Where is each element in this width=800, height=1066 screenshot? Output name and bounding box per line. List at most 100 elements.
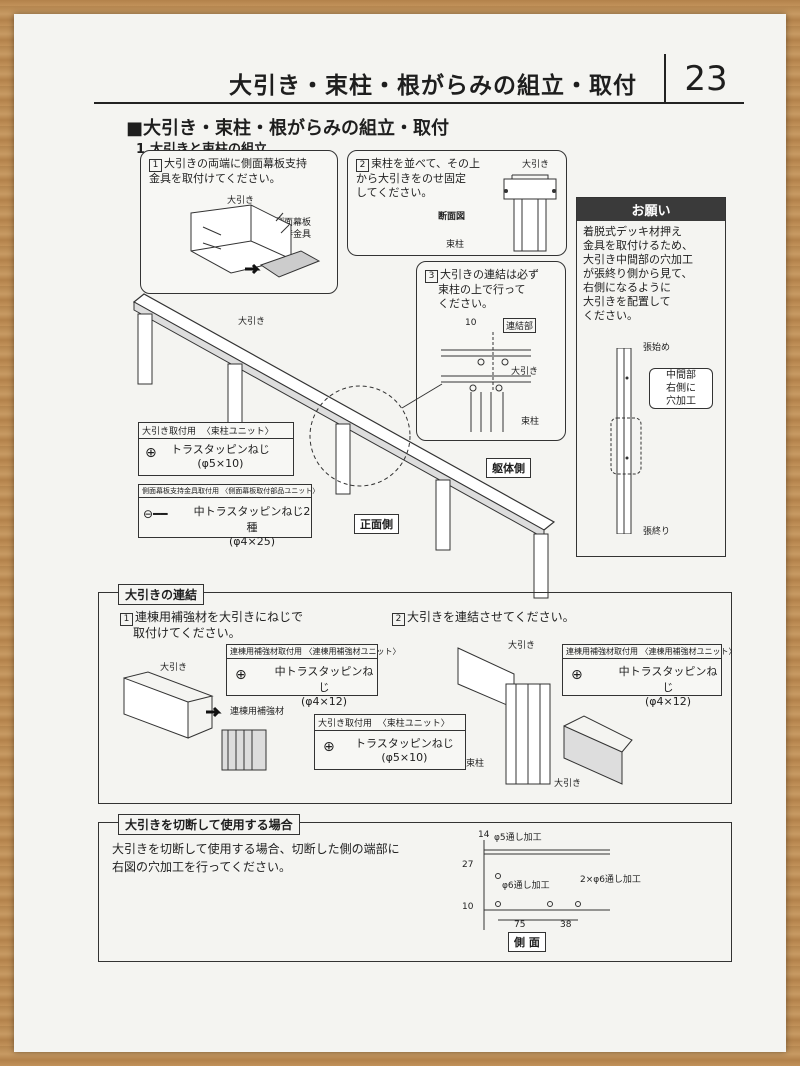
notice-box: お願い 着脱式デッキ材押え 金具を取付けるため、 大引き中間部の穴加工 が張終り… [576, 197, 726, 557]
connect-step1-number: 1 [120, 613, 133, 626]
connect-step2-label-ohiki-bottom: 大引き [554, 779, 582, 789]
notice-label-end: 張終り [643, 527, 671, 537]
step1-line2: 金具を取付けてください。 [149, 172, 281, 185]
cut-section [98, 822, 732, 962]
screw-box2-desc: 中トラスタッピンねじ2種(φ4×25) [193, 503, 311, 548]
cut-dim-38: 38 [560, 920, 572, 930]
connect-step1-line1: 連棟用補強材を大引きにねじで [135, 610, 304, 624]
screw-box-ohiki: 大引き取付用 〈束柱ユニット〉 ⊕ トラスタッピンねじ(φ5×10) [138, 422, 294, 476]
bracket-line2: 支持金具 [275, 230, 312, 240]
connect-step2-screw1-head-left: 大引き取付用 [318, 719, 373, 729]
connect-step2-screw1-head: 大引き取付用 〈束柱ユニット〉 [315, 715, 465, 731]
connect-step1-screw-head-left: 連棟用補強材取付用 [230, 647, 302, 656]
notice-line6: 大引きを配置して [583, 295, 671, 308]
screw-box2-head: 側面幕板支持金具取付用 〈側面幕板取付部品ユニット〉 [139, 485, 319, 498]
connect-step2-screw2-name: 中トラスタッピンねじ [618, 665, 718, 694]
step3-detail-drawing [441, 332, 531, 432]
connect-step1-label-ohiki: 大引き [160, 663, 188, 673]
step2-number: 2 [356, 159, 369, 172]
screw-box1-desc: トラスタッピンねじ(φ5×10) [171, 441, 270, 470]
screw-box-bracket: 側面幕板支持金具取付用 〈側面幕板取付部品ユニット〉 ⊖━━ 中トラスタッピンね… [138, 484, 319, 548]
connect-step2-screw2-head-right: 〈連棟用補強材ユニット〉 [640, 647, 737, 656]
step3-label-joint: 連結部 [503, 318, 537, 333]
step1-label-bracket: 側面幕板支持金具 [275, 217, 311, 241]
step1-number: 1 [149, 159, 162, 172]
screw-icon: ⊕ [323, 739, 335, 755]
connect-step1-screw-head-right: 〈連棟用補強材ユニット〉 [304, 647, 401, 656]
connect-section [98, 592, 732, 804]
notice-ohiki-drawing [610, 348, 642, 534]
connect-step2-line: 大引きを連結させてください。 [407, 610, 575, 624]
connect-step1-screw-spec: (φ4×12) [300, 695, 348, 708]
page-header-title: 大引き・束柱・根がらみの組立・取付 [229, 73, 637, 99]
bracket-line1: 側面幕板 [275, 218, 312, 228]
screw-box1-head: 大引き取付用 〈束柱ユニット〉 [139, 423, 293, 439]
connect-step1-line2: 取付けてください。 [133, 626, 241, 640]
step2-label-section: 断面図 [438, 212, 466, 222]
connect-step1-screw-name: 中トラスタッピンねじ [274, 665, 374, 694]
connect-step2-screw2-desc: 中トラスタッピンねじ(φ4×12) [615, 663, 721, 708]
step1-line1: 大引きの両端に側面幕板支持 [164, 157, 307, 170]
step3-dim-10: 10 [465, 318, 477, 328]
screw-box2-head-left: 側面幕板支持金具取付用 [142, 487, 219, 495]
notice-text: 着脱式デッキ材押え 金具を取付けるため、 大引き中間部の穴加工 が張終り側から見… [577, 221, 725, 327]
step2-line2: から大引きをのせ固定 [356, 172, 466, 185]
step1-label-ohiki: 大引き [227, 196, 255, 206]
screw-box1-spec: (φ5×10) [197, 457, 244, 470]
connect-step1-screw-desc: 中トラスタッピンねじ(φ4×12) [271, 663, 377, 708]
main-label-kutai: 躯体側 [486, 458, 531, 478]
cut-label-hole6: φ6通し加工 [502, 881, 550, 891]
connect-step2-screw1-spec: (φ5×10) [381, 751, 428, 764]
cut-label-side: 側 面 [508, 932, 546, 952]
cut-dim-27: 27 [462, 860, 474, 870]
header-rule [94, 102, 744, 104]
notice-label-mid: 中間部右側に穴加工 [649, 368, 713, 409]
step1-illustration [190, 204, 321, 278]
screw-box2-name: 中トラスタッピンねじ2種 [193, 505, 311, 534]
step2-line3: してください。 [356, 186, 433, 199]
screw-icon: ⊕ [145, 445, 157, 461]
cut-dim-10: 10 [462, 902, 474, 912]
main-label-ohiki: 大引き [238, 317, 266, 327]
step3-line2: 束柱の上で行って [438, 283, 526, 296]
cut-title: 大引きを切断して使用する場合 [118, 814, 300, 835]
connect-title: 大引きの連結 [118, 584, 205, 605]
screw-icon: ⊕ [235, 667, 247, 683]
step2-line1: 束柱を並べて、その上 [371, 157, 481, 170]
step3-label-post: 束柱 [521, 417, 540, 427]
main-assembly-drawing [132, 293, 556, 599]
connect-step1-screw-head: 連棟用補強材取付用 〈連棟用補強材ユニット〉 [227, 645, 401, 659]
connect-step2-screw1-name: トラスタッピンねじ [355, 737, 454, 750]
connect-step2-screw-box2: 連棟用補強材取付用 〈連棟用補強材ユニット〉 ⊕ 中トラスタッピンねじ(φ4×1… [562, 644, 737, 708]
notice-line7: ください。 [583, 309, 638, 322]
screw-box1-head-right: 〈束柱ユニット〉 [201, 427, 274, 437]
notice-line3: 大引き中間部の穴加工 [583, 253, 693, 266]
connect-step2-number: 2 [392, 613, 405, 626]
long-screw-icon: ⊖━━ [143, 507, 168, 521]
connect-step1-drawing [123, 671, 267, 771]
notice-line1: 着脱式デッキ材押え [583, 225, 682, 238]
connect-step2-label-post: 束柱 [466, 759, 485, 769]
connect-step1-screw-box: 連棟用補強材取付用 〈連棟用補強材ユニット〉 ⊕ 中トラスタッピンねじ(φ4×1… [226, 644, 401, 708]
step3-number: 3 [425, 270, 438, 283]
notice-line2: 金具を取付けるため、 [583, 239, 693, 252]
notice-mid-line3: 穴加工 [666, 396, 696, 407]
cut-dim-75: 75 [514, 920, 526, 930]
notice-label-start: 張始め [643, 343, 671, 353]
connect-step2-screw1-head-right: 〈束柱ユニット〉 [377, 719, 450, 729]
main-label-shomen: 正面側 [354, 514, 399, 534]
screw-box2-spec: (φ4×25) [228, 535, 276, 548]
connect-step2-screw-box1: 大引き取付用 〈束柱ユニット〉 ⊕ トラスタッピンねじ(φ5×10) [314, 714, 466, 770]
step2-label-ohiki: 大引き [522, 160, 550, 170]
notice-mid-line1: 中間部 [666, 370, 696, 381]
step3-line3: ください。 [438, 297, 493, 310]
screw-box1-name: トラスタッピンねじ [171, 443, 270, 456]
section-title: ■大引き・束柱・根がらみの組立・取付 [126, 118, 450, 139]
